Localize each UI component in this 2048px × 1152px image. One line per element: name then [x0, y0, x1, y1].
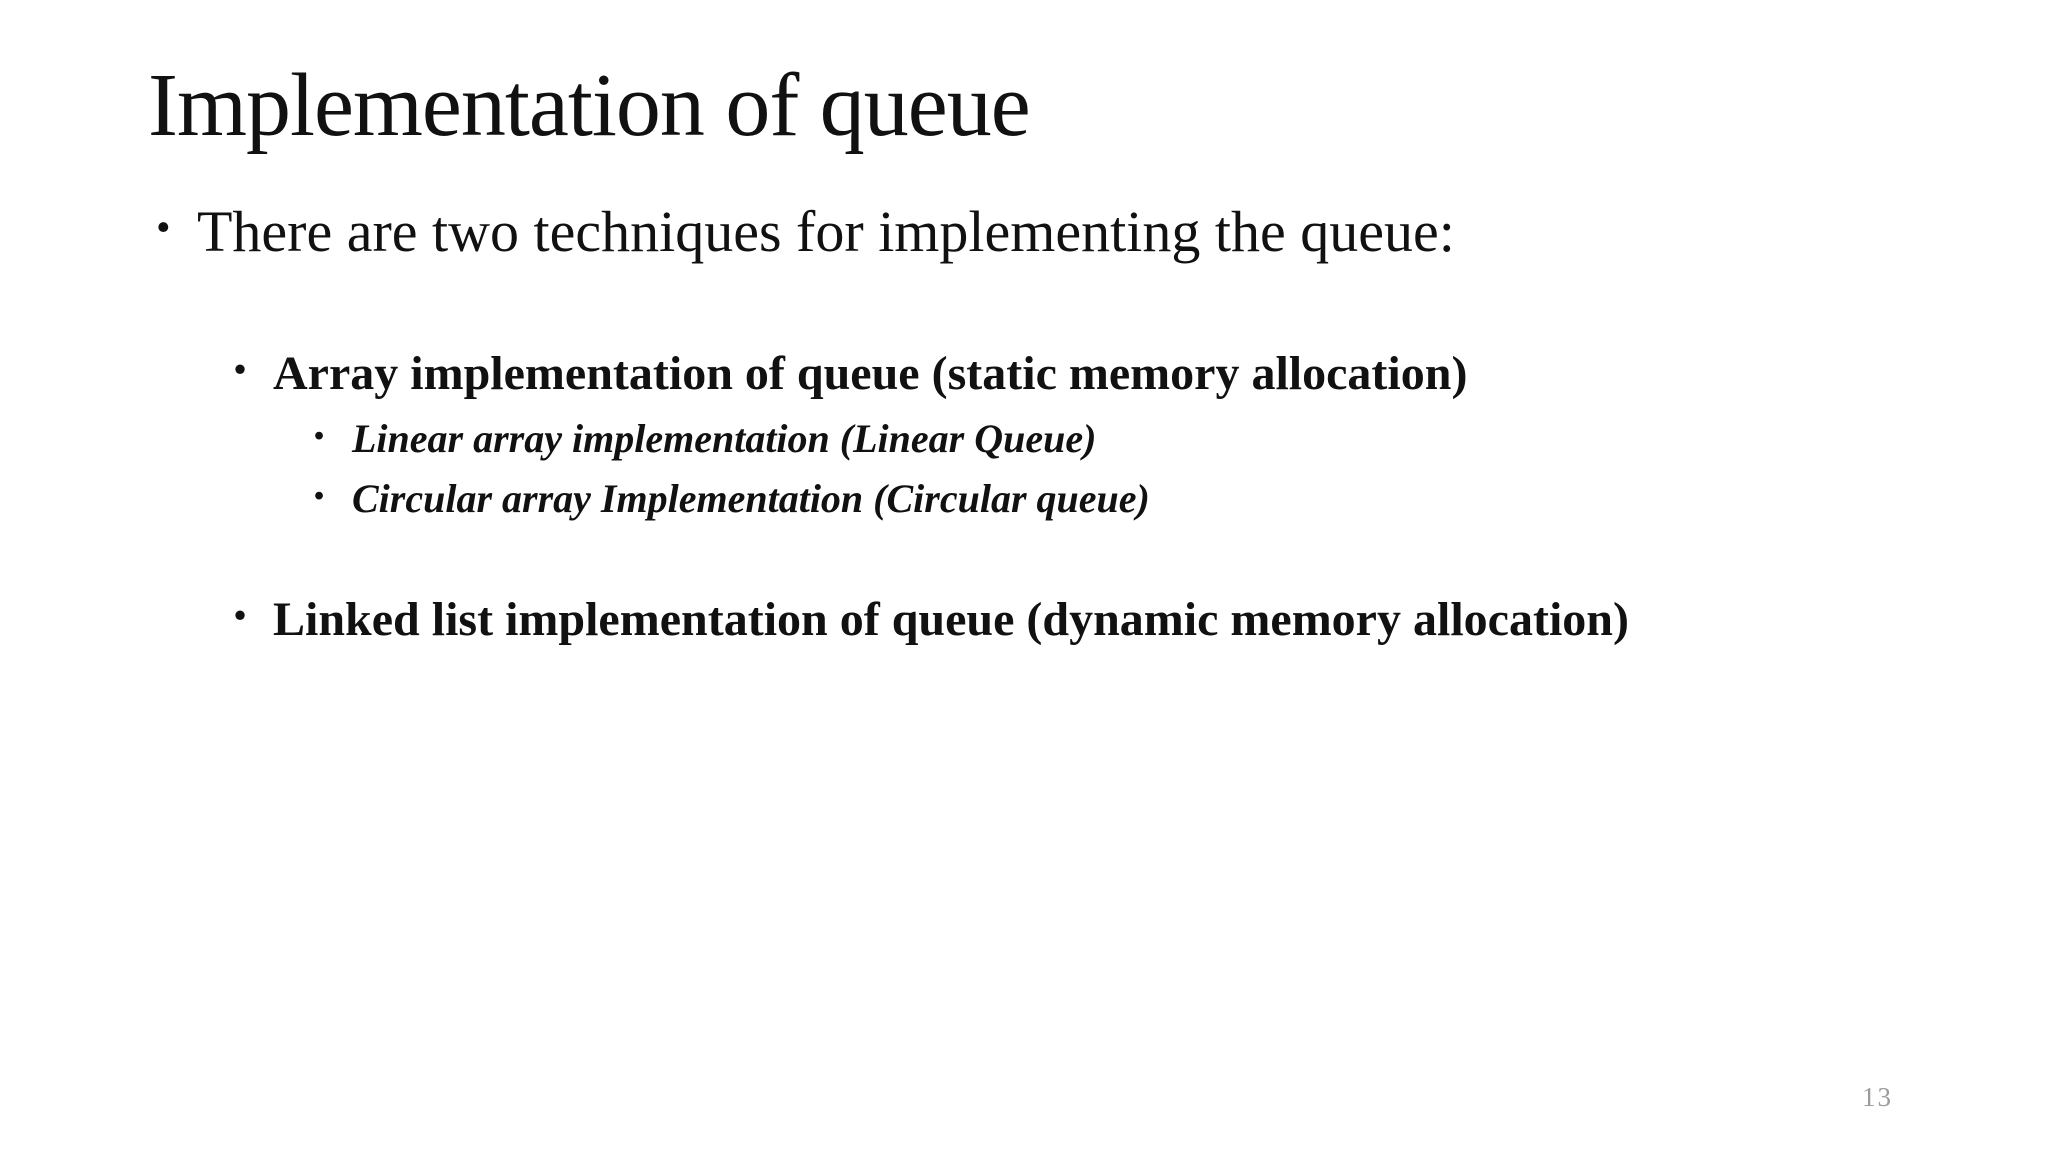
- page-number: 13: [1862, 1082, 1893, 1112]
- bullet-linked: • Linked list implementation of queue (d…: [234, 590, 1629, 650]
- bullet-intro-text: There are two techniques for implementin…: [197, 199, 1455, 264]
- slide-title: Implementation of queue: [148, 56, 1031, 155]
- bullet-linked-text: Linked list implementation of queue (dyn…: [273, 593, 1629, 646]
- bullet-array: • Array implementation of queue (static …: [234, 344, 1467, 404]
- bullet-circular: • Circular array Implementation (Circula…: [314, 474, 1150, 534]
- bullet-icon: •: [314, 480, 325, 512]
- bullet-array-sublist: • Linear array implementation (Linear Qu…: [314, 414, 1150, 534]
- bullet-intro: • There are two techniques for implement…: [156, 196, 1455, 269]
- bullet-circular-text: Circular array Implementation (Circular …: [352, 476, 1150, 521]
- bullet-linear-text: Linear array implementation (Linear Queu…: [352, 416, 1097, 461]
- bullet-icon: •: [234, 597, 247, 635]
- bullet-icon: •: [314, 420, 325, 452]
- bullet-linear: • Linear array implementation (Linear Qu…: [314, 414, 1150, 474]
- bullet-array-text: Array implementation of queue (static me…: [273, 347, 1468, 400]
- bullet-icon: •: [234, 351, 247, 389]
- bullet-icon: •: [156, 205, 171, 251]
